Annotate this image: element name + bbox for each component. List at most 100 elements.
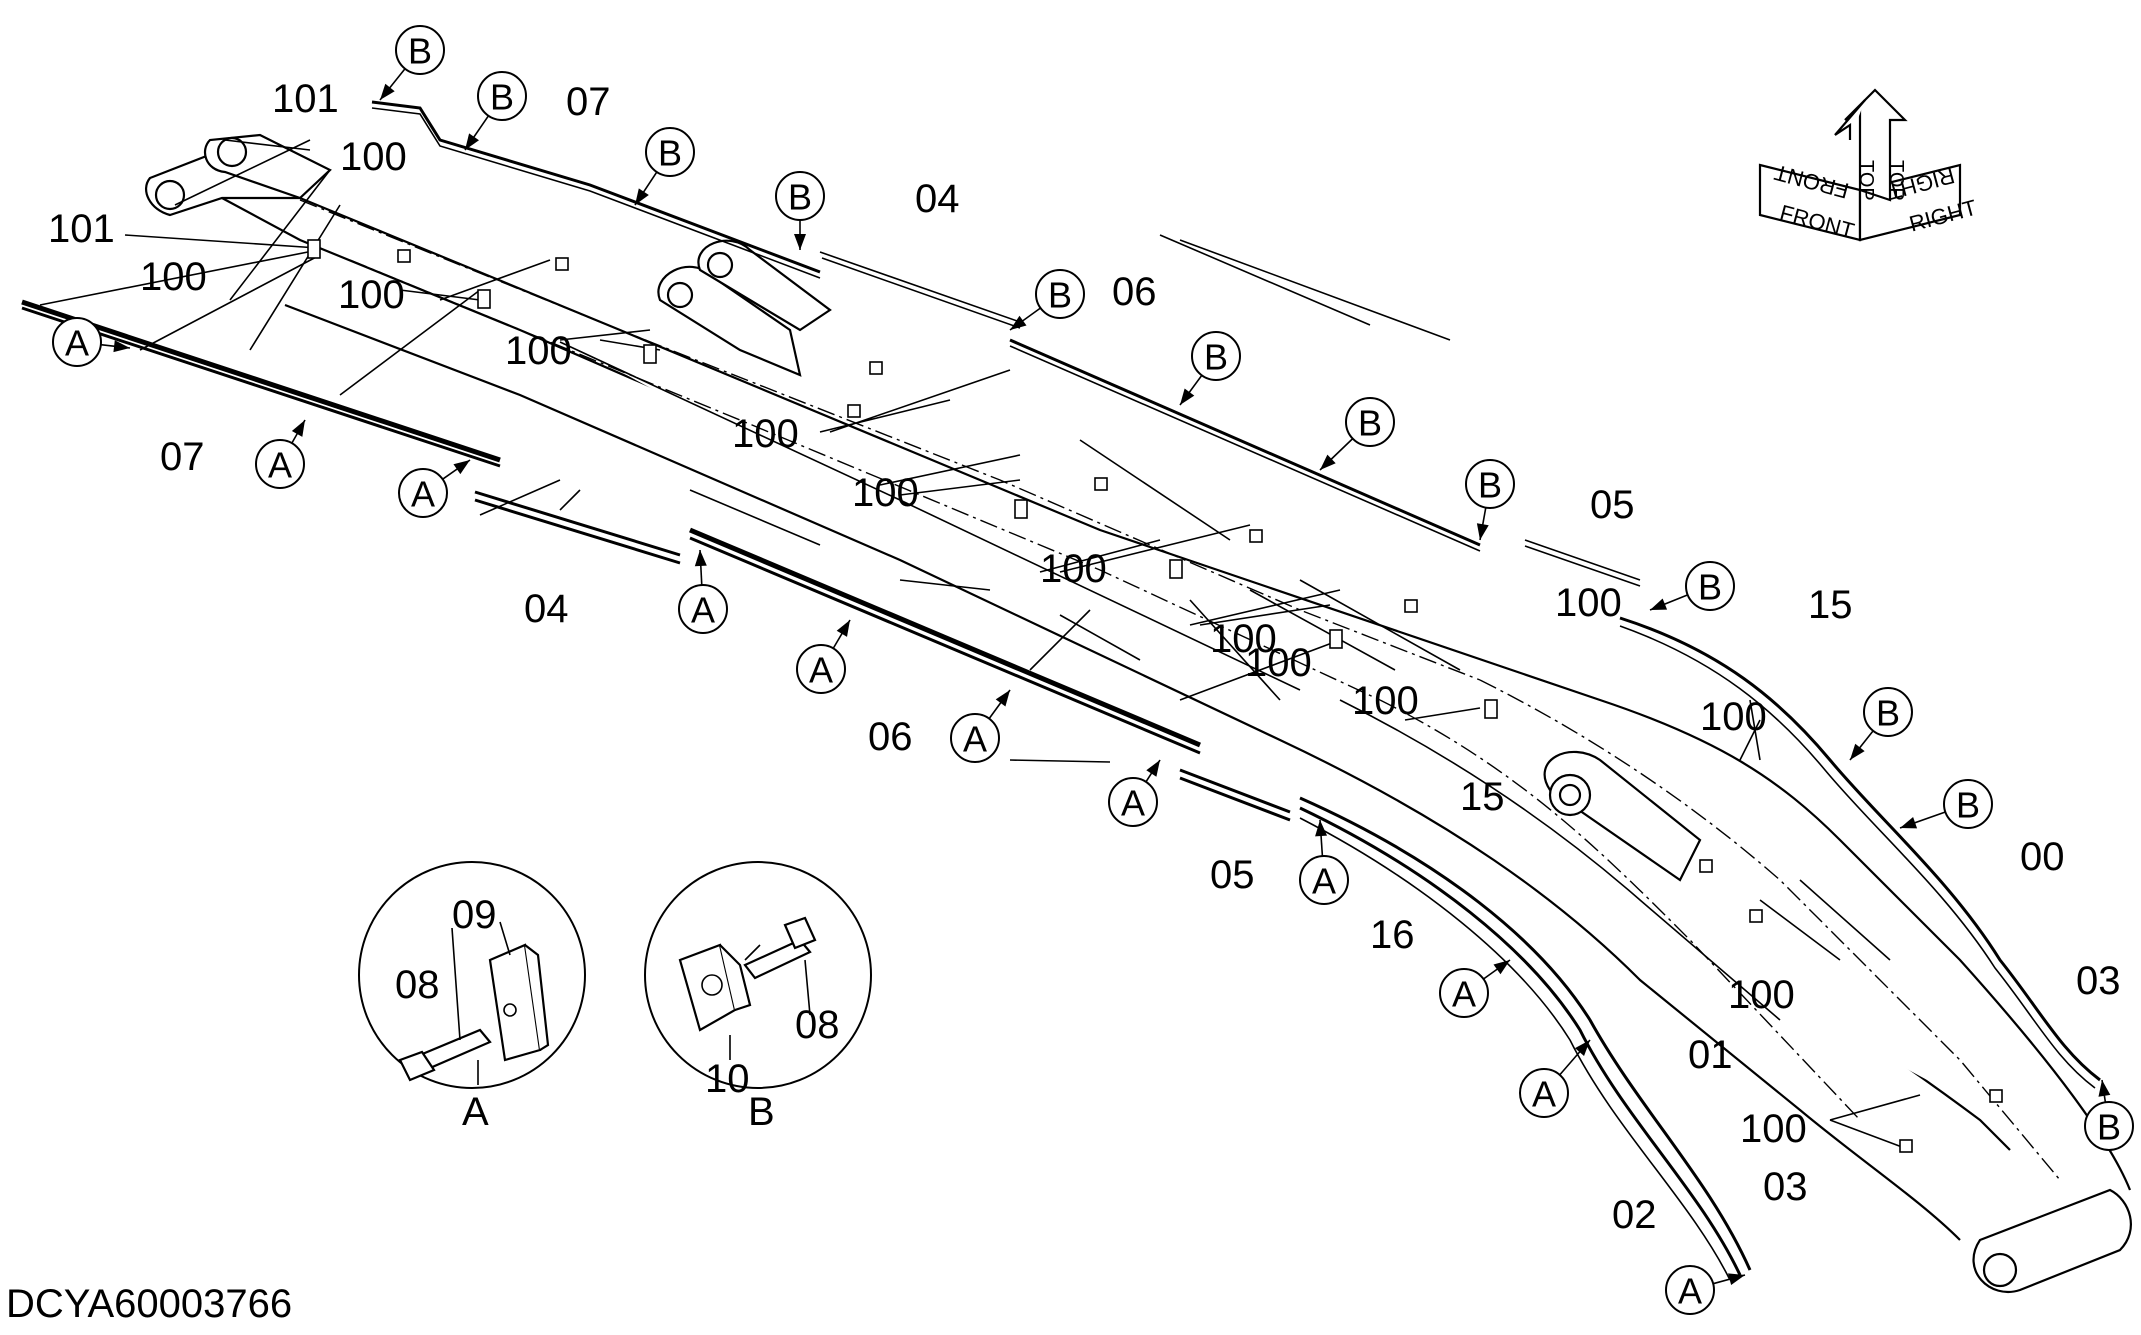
callout-circle [1465, 459, 1515, 509]
callout-a-16: A [678, 549, 728, 634]
part-label-100: 100 [1728, 973, 1795, 1017]
part-label-01: 01 [1688, 1033, 1733, 1077]
part-label-100: 100 [1740, 1107, 1807, 1151]
orientation-top-label-1: TOP [1855, 160, 1877, 201]
callout-circle [255, 439, 305, 489]
callout-a-label: A [411, 474, 435, 515]
part-label-15: 15 [1460, 775, 1505, 819]
detail-b: 08 10 B [644, 861, 872, 1134]
callout-arrowhead [1180, 388, 1195, 405]
detail-a: 08 09 A [358, 861, 586, 1134]
callout-arrowhead [291, 420, 305, 437]
callout-circle [796, 644, 846, 694]
leader-lines [39, 139, 1921, 1151]
callout-arrowhead [465, 133, 479, 150]
callout-circle [1108, 777, 1158, 827]
callout-b-label: B [408, 31, 432, 72]
part-label-100: 100 [1040, 547, 1107, 591]
callout-circle [1191, 331, 1241, 381]
hoses [21, 100, 2101, 1281]
callout-b-label: B [2097, 1107, 2121, 1148]
callout-circle [1299, 855, 1349, 905]
part-label-100: 100 [1245, 641, 1312, 685]
part-label-07: 07 [566, 80, 611, 124]
orientation-symbol: FRONT FRONT TOP TOP RIGHT RIGHT [1758, 88, 1979, 244]
callout-b-label: B [1478, 465, 1502, 506]
callout-b-label: B [1956, 785, 1980, 826]
callout-a-20: A [1299, 819, 1349, 905]
callout-b-7: B [1319, 397, 1395, 471]
callout-arrowhead [995, 690, 1010, 707]
part-label-05: 05 [1210, 853, 1255, 897]
callout-a-label: A [1678, 1271, 1702, 1312]
callout-circle [645, 127, 695, 177]
orientation-top-label-2: TOP [1885, 160, 1907, 201]
callout-a-15: A [398, 459, 471, 518]
callout-circle [1665, 1265, 1715, 1315]
callout-circle [950, 713, 1000, 763]
detail-b-part-08: 08 [795, 1003, 840, 1047]
callout-b-label: B [1204, 337, 1228, 378]
callout-a-13: A [52, 317, 131, 367]
callout-circle [395, 25, 445, 75]
part-label-06: 06 [868, 715, 913, 759]
callout-circle [1685, 561, 1735, 611]
callout-b-label: B [1876, 693, 1900, 734]
callout-b-label: B [788, 177, 812, 218]
callout-b-label: B [658, 133, 682, 174]
callout-b-3: B [634, 127, 695, 206]
callout-b-4: B [775, 171, 825, 250]
callout-a-22: A [1519, 1039, 1591, 1118]
callout-circle [1035, 269, 1085, 319]
part-label-100: 100 [1210, 617, 1277, 661]
callout-a-label: A [1532, 1074, 1556, 1115]
part-label-100: 100 [505, 329, 572, 373]
callout-a-18: A [950, 689, 1011, 763]
part-label-07: 07 [160, 435, 205, 479]
callout-a-label: A [1121, 783, 1145, 824]
centerlines [299, 199, 2061, 1181]
callout-arrowhead [836, 620, 850, 637]
callout-circle [1519, 1068, 1569, 1118]
callout-circle [398, 468, 448, 518]
detail-b-part-10: 10 [705, 1057, 750, 1101]
part-label-101: 101 [272, 77, 339, 121]
callout-a-label: A [963, 719, 987, 760]
callout-b-label: B [1048, 275, 1072, 316]
part-label-100: 100 [340, 135, 407, 179]
callout-b-6: B [1179, 331, 1241, 406]
callout-a-label: A [691, 590, 715, 631]
callout-b-10: B [1849, 687, 1913, 761]
callout-arrowhead [1650, 598, 1668, 610]
callout-arrowhead [1010, 315, 1027, 330]
callout-a-label: A [1452, 974, 1476, 1015]
callout-b-2: B [464, 71, 527, 151]
part-label-100: 100 [1700, 695, 1767, 739]
callout-arrowhead [453, 460, 470, 475]
part-label-101: 101 [48, 207, 115, 251]
callout-a-14: A [255, 419, 306, 489]
callout-circle [775, 171, 825, 221]
callout-arrowhead [380, 83, 395, 100]
callout-a-label: A [1312, 861, 1336, 902]
callout-b-12: B [2084, 1079, 2134, 1151]
part-label-00: 00 [2020, 835, 2065, 879]
part-label-04: 04 [524, 587, 569, 631]
callout-b-5: B [1009, 269, 1085, 331]
callout-arrowhead [1146, 760, 1160, 777]
callout-arrowhead [1493, 960, 1510, 975]
callout-circle [2084, 1101, 2134, 1151]
part-label-100: 100 [338, 273, 405, 317]
part-label-06: 06 [1112, 270, 1157, 314]
callout-arrowhead [694, 550, 707, 567]
part-label-02: 02 [1612, 1193, 1657, 1237]
callout-arrowhead [1574, 1040, 1590, 1057]
detail-a-part-08: 08 [395, 963, 440, 1007]
callout-a-23: A [1665, 1265, 1746, 1315]
callout-circle [678, 584, 728, 634]
part-label-05: 05 [1590, 483, 1635, 527]
callout-arrowhead [1900, 817, 1918, 829]
part-label-03: 03 [2076, 959, 2121, 1003]
callout-b-9: B [1649, 561, 1735, 611]
